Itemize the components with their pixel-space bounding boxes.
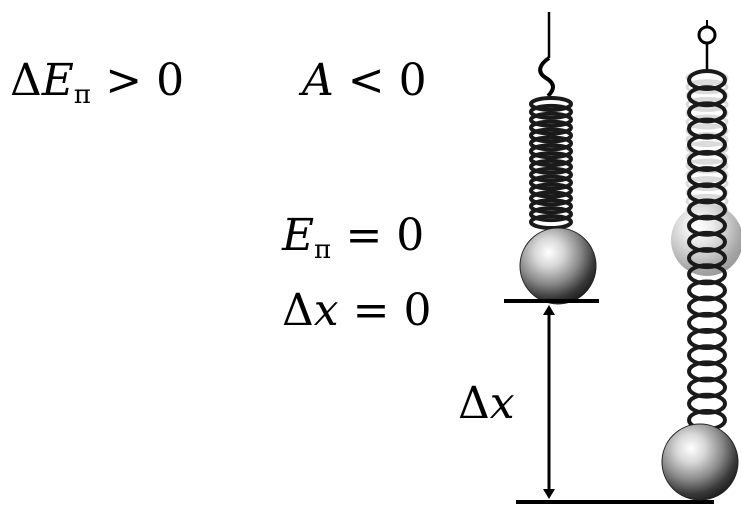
energy-change-label: ΔEп > 0 (10, 55, 184, 110)
spring-coil (529, 198, 573, 215)
spring-coil (529, 103, 573, 120)
spring-coil (529, 127, 573, 144)
right-spring-coils (687, 69, 727, 431)
spring-coil (685, 176, 729, 192)
right-spring-ring (697, 25, 717, 45)
spring-coil (529, 158, 573, 175)
left-ball (519, 227, 597, 305)
spring-coil (529, 143, 573, 160)
spring-coil (529, 151, 573, 168)
spring-coil (529, 111, 573, 128)
displacement-label: Δx (458, 378, 515, 429)
right-spring (687, 20, 727, 431)
spring-coil (529, 166, 573, 183)
spring-coil (529, 214, 573, 230)
spring-coil (685, 158, 729, 174)
spring-coil (685, 79, 729, 95)
spring-coil (529, 174, 573, 191)
spring-coil (529, 135, 573, 152)
left-spring-coils (529, 96, 573, 230)
displacement-zero-label: Δx = 0 (282, 285, 431, 336)
work-label: A < 0 (298, 55, 427, 106)
spring-coil (529, 182, 573, 199)
left-spring (529, 12, 573, 230)
right-ball (661, 423, 739, 501)
spring-coil (685, 96, 729, 112)
energy-zero-label: Eп = 0 (281, 210, 424, 265)
spring-coil (685, 132, 729, 148)
spring-coil (685, 114, 729, 130)
spring-coil (529, 206, 573, 223)
left-spring-hook (538, 56, 555, 98)
spring-coil (529, 119, 573, 136)
spring-coil (529, 96, 573, 112)
spring-coil (529, 190, 573, 207)
